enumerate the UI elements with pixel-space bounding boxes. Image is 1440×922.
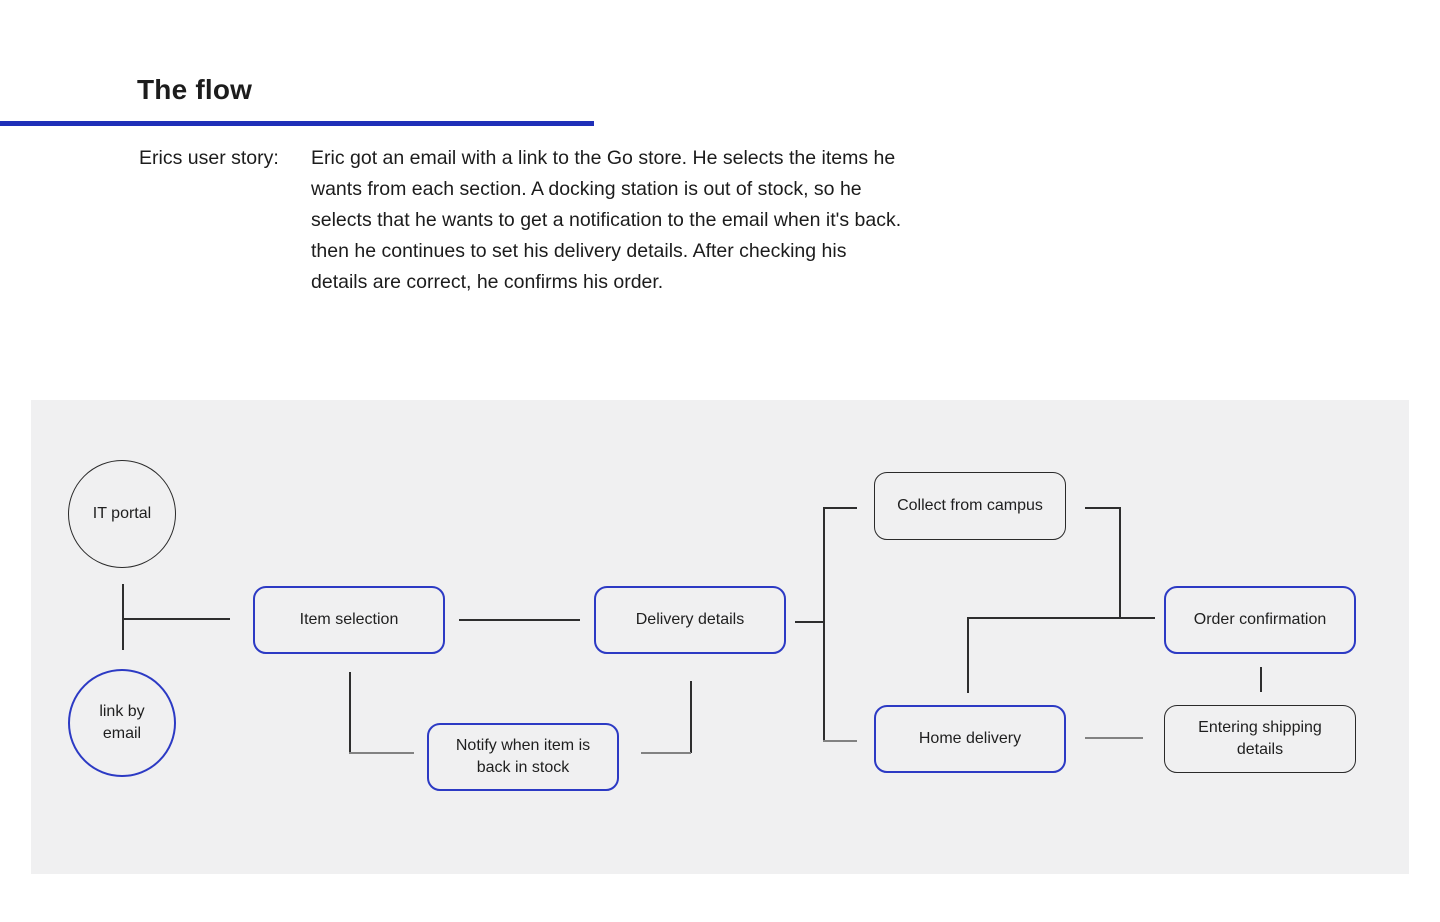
node-home-delivery: Home delivery — [874, 705, 1066, 773]
connector-itportal-itemselection-h — [122, 618, 230, 620]
story-label: Erics user story: — [139, 147, 279, 169]
connector-homedelivery-orderconf-v — [967, 618, 969, 693]
connector-orderconf-shipping-v — [1260, 667, 1262, 692]
node-collect-from-campus: Collect from campus — [874, 472, 1066, 540]
page-title: The flow — [137, 74, 253, 105]
node-notify-back-in-stock: Notify when item is back in stock — [427, 723, 619, 791]
node-entering-shipping-details: Entering shipping details — [1164, 705, 1356, 773]
connector-homedelivery-shipping-h — [1085, 737, 1143, 739]
connector-itportal-linkbyemail-v — [122, 584, 124, 650]
connector-deliverydetails-notify-h — [641, 752, 691, 754]
connector-deliverydetails-notify-v — [690, 681, 692, 753]
connector-collect-orderconf-v — [1119, 507, 1121, 618]
connector-itemselection-notify-h — [349, 752, 414, 754]
connector-branch-trunk-v — [823, 507, 825, 741]
connector-homedelivery-orderconf-h — [967, 617, 1155, 619]
node-it-portal: IT portal — [68, 460, 176, 568]
connector-collect-orderconf-h1 — [1085, 507, 1120, 509]
connector-branch-collect-stub-h — [823, 507, 857, 509]
node-item-selection: Item selection — [253, 586, 445, 654]
connector-branch-homedelivery-stub-h — [823, 740, 857, 742]
flow-diagram-panel: IT portal link by email Item selection D… — [31, 400, 1409, 874]
node-order-confirmation: Order confirmation — [1164, 586, 1356, 654]
connector-itemselection-deliverydetails-h — [459, 619, 580, 621]
node-delivery-details: Delivery details — [594, 586, 786, 654]
connector-deliverydetails-branch-h — [795, 621, 823, 623]
node-link-by-email: link by email — [68, 669, 176, 777]
title-underline — [0, 121, 594, 126]
connector-itemselection-notify-v — [349, 672, 351, 753]
story-text: Eric got an email with a link to the Go … — [311, 147, 902, 293]
